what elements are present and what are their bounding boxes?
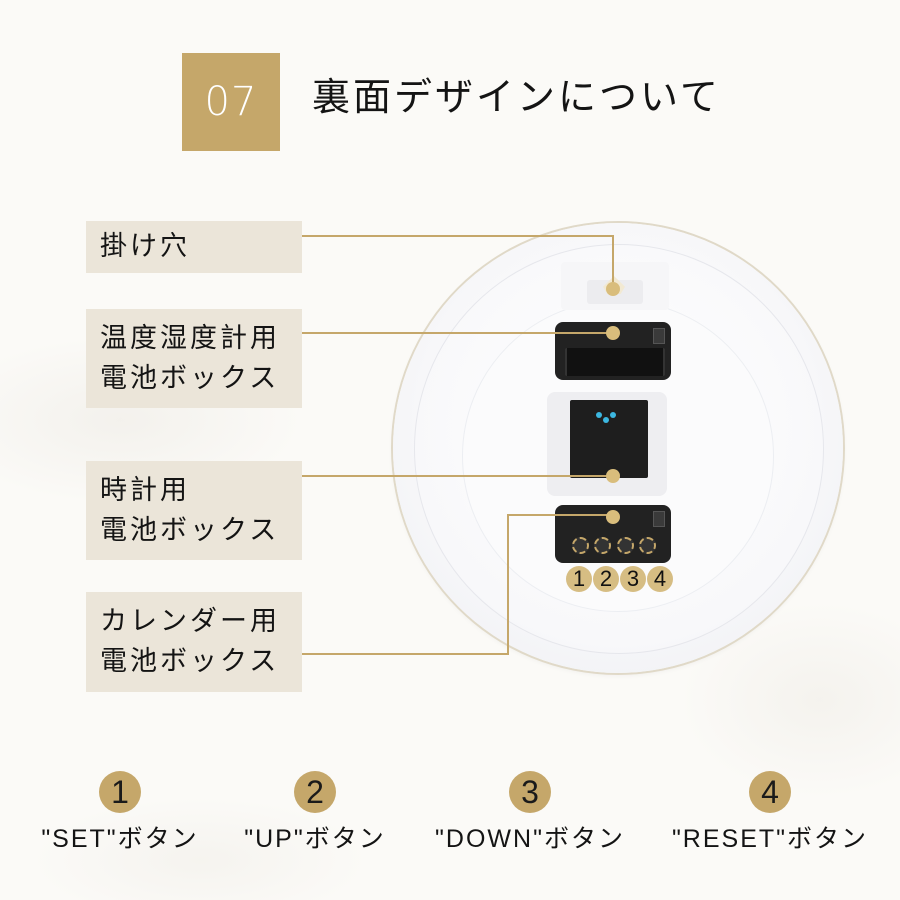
label-line: 掛け穴 — [100, 231, 190, 262]
marker-dot-calendar-battery — [606, 510, 620, 524]
legend-label: "UP"ボタン — [244, 825, 386, 853]
legend-label: "DOWN"ボタン — [435, 825, 625, 853]
legend-label: "SET"ボタン — [41, 825, 199, 853]
control-buttons-row — [569, 535, 659, 555]
down-button[interactable] — [616, 536, 634, 554]
legend-item-down: 3 "DOWN"ボタン — [420, 771, 640, 855]
legend-number-badge: 4 — [749, 771, 791, 813]
leader-line-hanging-hole — [302, 235, 614, 237]
battery-cover-latch — [653, 511, 665, 527]
page-title: 裏面デザインについて — [312, 75, 721, 119]
legend-item-up: 2 "UP"ボタン — [230, 771, 400, 855]
legend-number-badge: 3 — [509, 771, 551, 813]
legend-item-set: 1 "SET"ボタン — [30, 771, 210, 855]
battery-cover-latch — [653, 328, 665, 344]
button-number-badges: 1 2 3 4 — [566, 566, 673, 592]
set-button[interactable] — [571, 536, 589, 554]
legend-item-reset: 4 "RESET"ボタン — [655, 771, 885, 855]
clock-movement — [570, 400, 648, 478]
leader-line-clock-battery — [302, 475, 612, 477]
section-number-badge: 07 — [182, 53, 280, 151]
leader-line-thermo-battery — [302, 332, 612, 334]
reset-button[interactable] — [639, 536, 657, 554]
calendar-battery-box — [555, 505, 671, 563]
battery-slot — [565, 348, 665, 376]
legend-label: "RESET"ボタン — [671, 825, 869, 853]
thermo-hygrometer-battery-box — [555, 322, 671, 380]
section-number: 07 — [204, 79, 258, 125]
button-number-badge: 2 — [593, 566, 619, 592]
label-clock-battery-box: 時計用 電池ボックス — [86, 461, 302, 560]
button-number-badge: 1 — [566, 566, 592, 592]
label-line: 電池ボックス — [100, 514, 280, 546]
led-indicator — [610, 412, 616, 418]
marker-dot-clock-battery — [606, 469, 620, 483]
label-line: 時計用 — [100, 474, 190, 506]
button-number-badge: 3 — [620, 566, 646, 592]
label-thermo-hygrometer-battery-box: 温度湿度計用 電池ボックス — [86, 309, 302, 408]
leader-line-hanging-hole-vertical — [612, 235, 614, 287]
up-button[interactable] — [594, 536, 612, 554]
label-line: 電池ボックス — [100, 646, 280, 677]
label-line: カレンダー用 — [100, 606, 280, 637]
leader-line-calendar-battery-horizontal — [302, 653, 509, 655]
marker-dot-thermo-battery — [606, 326, 620, 340]
legend-number-badge: 2 — [294, 771, 336, 813]
leader-line-calendar-battery-vertical — [507, 514, 509, 654]
label-hanging-hole: 掛け穴 — [86, 221, 302, 273]
leader-line-calendar-battery — [508, 514, 612, 516]
button-number-badge: 4 — [647, 566, 673, 592]
label-line: 電池ボックス — [100, 362, 280, 394]
label-calendar-battery-box: カレンダー用 電池ボックス — [86, 592, 302, 692]
marker-dot-hanging-hole — [606, 282, 620, 296]
label-line: 温度湿度計用 — [100, 322, 280, 354]
legend-number-badge: 1 — [99, 771, 141, 813]
led-indicator — [596, 412, 602, 418]
led-indicator — [603, 417, 609, 423]
